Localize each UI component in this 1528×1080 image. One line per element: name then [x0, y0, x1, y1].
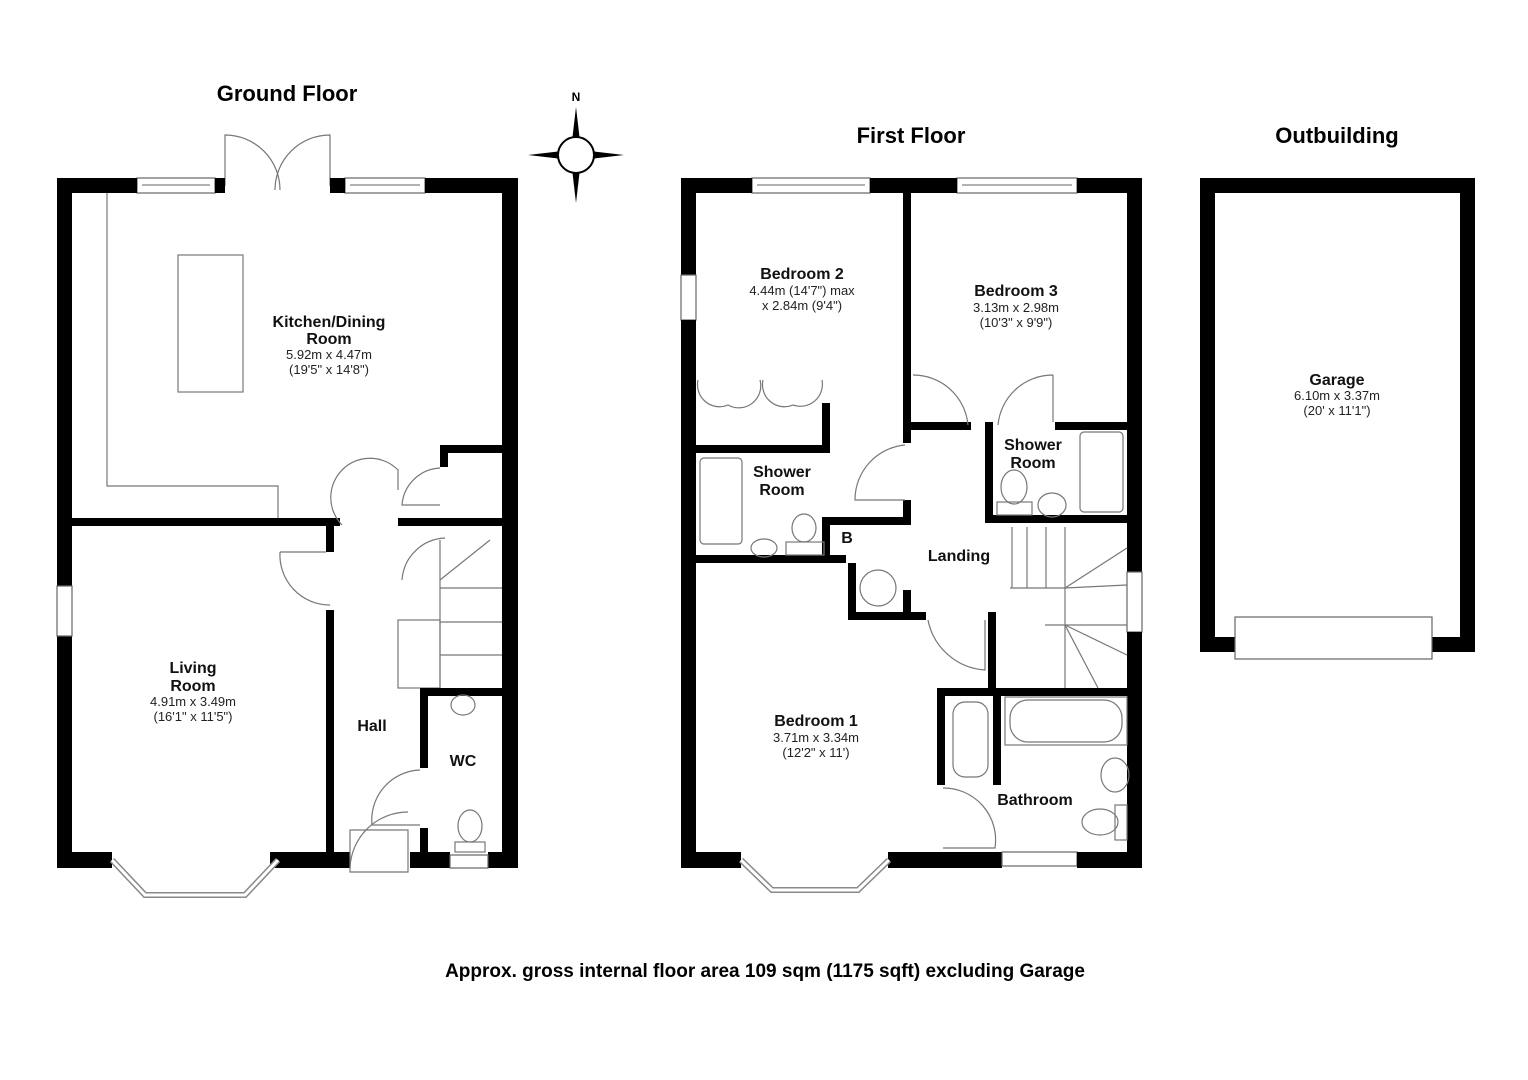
living-name-1: Living [169, 660, 216, 677]
ground-floor-plan [56, 134, 518, 898]
compass-icon: N [528, 90, 624, 203]
cupboard-label: B [841, 530, 853, 547]
bedroom1-name: Bedroom 1 [774, 713, 858, 730]
bedroom2-name: Bedroom 2 [760, 266, 844, 283]
bedroom1-imperial: (12'2" x 11') [782, 745, 849, 760]
outbuilding-plan [1200, 178, 1475, 660]
bedroom3-imperial: (10'3" x 9'9") [980, 315, 1053, 330]
kitchen-metric: 5.92m x 4.47m [286, 347, 372, 362]
living-imperial: (16'1" x 11'5") [154, 709, 233, 724]
shower-room2-name-1: Shower [1004, 437, 1062, 454]
hall-name: Hall [357, 718, 386, 735]
bedroom1-metric: 3.71m x 3.34m [773, 730, 859, 745]
landing-name: Landing [928, 548, 990, 565]
wc-name: WC [450, 753, 477, 770]
first-floor-plan [680, 177, 1143, 893]
shower-room2-name-2: Room [1010, 455, 1055, 472]
kitchen-imperial: (19'5" x 14'8") [289, 362, 369, 377]
bedroom2-line1: 4.44m (14'7") max [749, 283, 855, 298]
shower-room1-name-2: Room [759, 482, 804, 499]
outbuilding-heading: Outbuilding [1275, 123, 1398, 148]
north-label: N [572, 90, 581, 104]
kitchen-name-1: Kitchen/Dining [273, 314, 386, 331]
ground-floor-heading: Ground Floor [217, 81, 358, 106]
kitchen-name-2: Room [306, 331, 351, 348]
bathroom-name: Bathroom [997, 792, 1073, 809]
garage-metric: 6.10m x 3.37m [1294, 388, 1380, 403]
garage-name: Garage [1309, 372, 1364, 389]
bedroom3-metric: 3.13m x 2.98m [973, 300, 1059, 315]
shower-room1-name-1: Shower [753, 464, 811, 481]
living-metric: 4.91m x 3.49m [150, 694, 236, 709]
bedroom2-line2: x 2.84m (9'4") [762, 298, 842, 313]
floor-area-note: Approx. gross internal floor area 109 sq… [445, 961, 1085, 982]
first-floor-heading: First Floor [857, 123, 966, 148]
living-name-2: Room [170, 678, 215, 695]
bedroom3-name: Bedroom 3 [974, 283, 1058, 300]
garage-imperial: (20' x 11'1") [1303, 403, 1370, 418]
